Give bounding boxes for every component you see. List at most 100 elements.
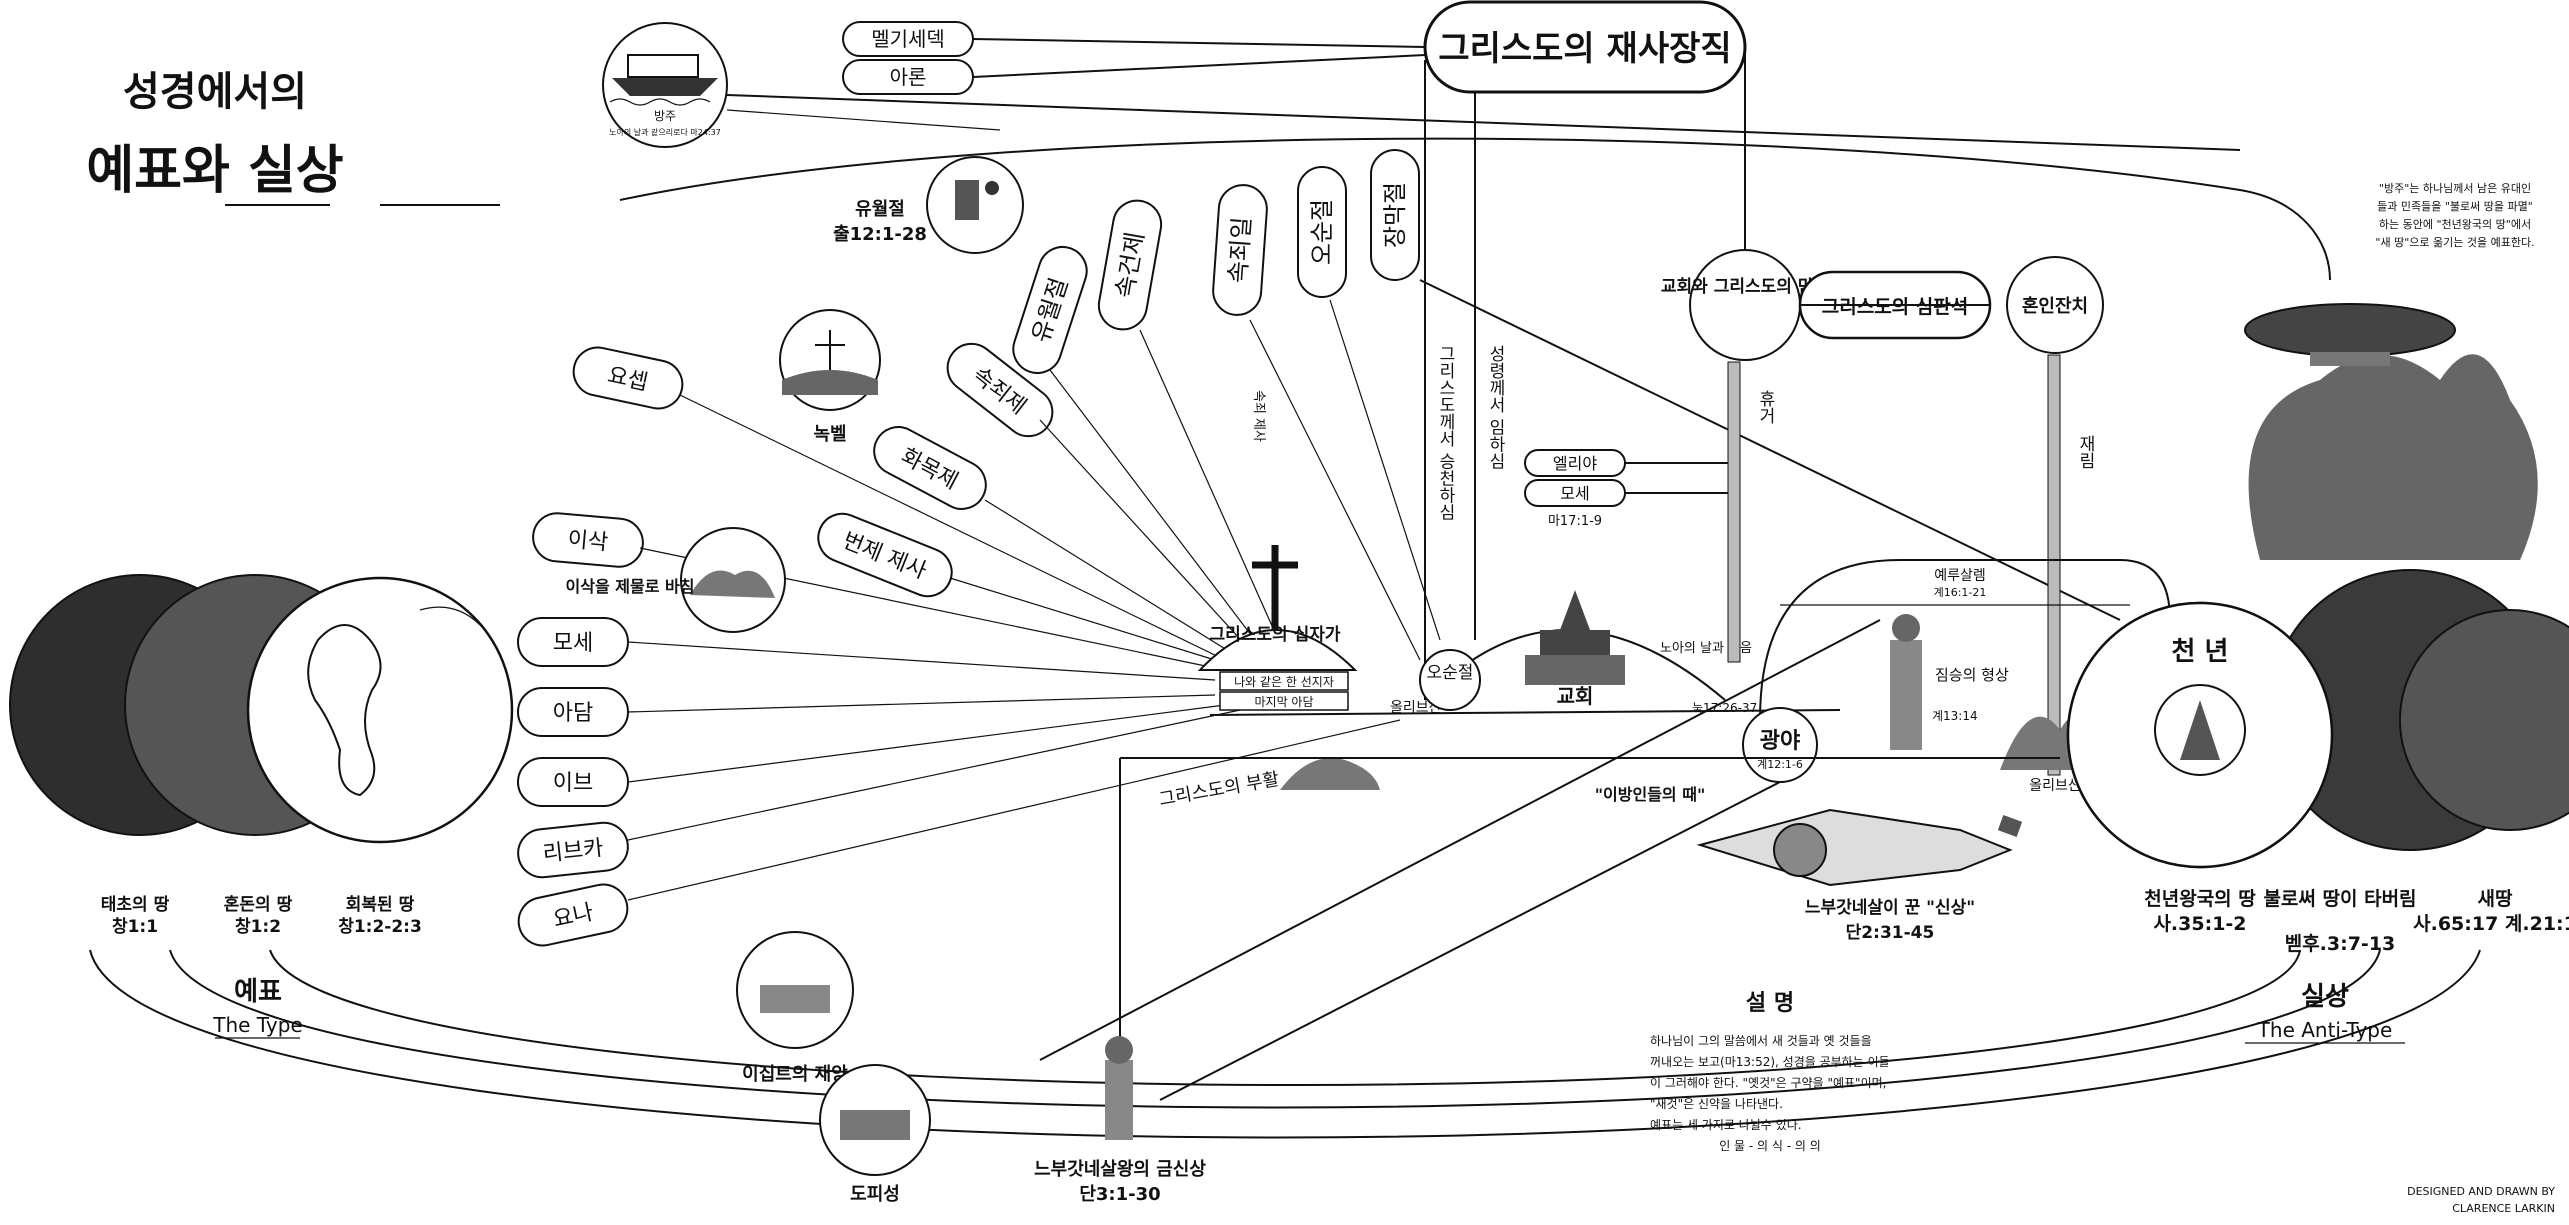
ark-caption: 노아의 날과 같으리로다 마24:37 [609,127,721,137]
antitype-caption-en: The Anti-Type [2257,1018,2393,1042]
transfiguration-group: 엘리야 모세 마17:1-9 [1524,449,1735,529]
type-captions: 예표 The Type 실상 The Anti-Type [212,977,2405,1044]
jerusalem-ref: 계16:1-21 [1934,586,1987,599]
moses-transfig-label: 모세 [1560,484,1589,503]
type-isaac: 이삭 [567,527,610,555]
egypt-medallion: 이집트의 재앙 [736,931,854,1085]
explanation-box: 설 명 하나님이 그의 말씀에서 새 것들과 옛 것들을 꺼내오는 보고(마13… [1650,991,1890,1153]
rapture-group: 교회와 그리스도의 만남 휴거 그리스도의 심판석 혼인잔치 재림 [1661,249,2104,776]
spirit-text: 성령께서 임하심 [1485,345,1505,469]
right-earth-label-2: 새땅 [2478,888,2513,910]
marriage-label: 혼인잔치 [2022,295,2088,317]
resurrection-label: 그리스도의 부활 [1157,769,1280,811]
right-earth-ref-1: 벧후.3:7-13 [2285,933,2396,955]
beast-image-label: 짐승의 형상 [1935,666,2009,684]
right-earth-label-1: 불로써 땅이 타버림 [2263,888,2416,910]
dream-statue-ref: 단2:31-45 [1846,923,1935,943]
chart-title: 성경에서의 예표와 실상 [86,69,500,206]
isaac-label: 이삭을 제물로 바침 [566,577,695,596]
credit-line-1: CLARENCE LARKIN [2452,1202,2555,1215]
enoch-medallion: 녹벨 [779,309,881,445]
left-earths: 태초의 땅 창1:1 혼돈의 땅 창1:2 회복된 땅 창1:2-2:3 [9,574,514,937]
type-caption-ko: 예표 [234,977,282,1007]
airship-note-2: 하는 동안에 "천년왕국의 땅"에서 [2379,217,2531,231]
explanation-line-5: 인 물 - 의 식 - 의 의 [1719,1139,1821,1153]
vertical-labels: 그리스도께서 승천하심 성령께서 임하심 [1435,345,1505,520]
dream-statue-label: 느부갓네살이 꾼 "신상" [1805,898,1975,918]
right-earth-label-0: 천년왕국의 땅 [2144,888,2256,910]
ascension-text: 그리스도께서 승천하심 [1435,345,1455,520]
isaac-scene: 이삭을 제물로 바침 [566,527,786,633]
resurrection-group: 그리스도의 부활 [1157,758,1380,810]
ark-medallion: 방주 노아의 날과 같으리로다 마24:37 [602,22,2241,151]
golden-image-group: 느부갓네살왕의 금신상 단3:1-30 [1034,1036,1206,1205]
feast-tabernacles: 장막절 [1381,182,1409,248]
airship-note-0: "방주"는 하나님께서 남은 유대인 [2379,181,2531,195]
olivet-right-label: 올리브산 [2029,778,2081,794]
connecting-arcs [89,137,2481,1139]
wilderness-label: 광야 [1760,729,1800,754]
jerusalem-label: 예루살렘 [1934,568,1986,584]
beast-image-ref: 계13:14 [1932,709,1978,723]
explanation-line-1: 꺼내오는 보고(마13:52), 성경을 공부하는 이들 [1650,1055,1890,1069]
right-earth-ref-0: 사.35:1-2 [2153,913,2246,935]
title-line2: 예표와 실상 [86,141,343,201]
type-moses: 모세 [553,631,593,656]
golden-image-label: 느부갓네살왕의 금신상 [1034,1159,1206,1180]
melchizedek-label: 멜기세덱 [871,27,945,51]
type-pills: 요셉 이삭 모세 아담 이브 리브카 요나 [517,346,1401,947]
cross-group: 그리스도의 십자가 나와 같은 한 선지자 마지막 아담 올리브산 [1197,545,1442,716]
earth-label-2: 회복된 땅 [346,895,415,915]
church-label: 교회 [1557,684,1594,708]
explanation-line-4: 예표는 세 가지로 나뉠수 있다. [1650,1118,1802,1132]
second-coming-label: 재림 [2075,435,2095,469]
cross-sub2: 마지막 아담 [1254,695,1313,709]
judgment-seat-label: 그리스도의 심판석 [1822,296,1968,318]
passover-label: 유월절 [855,199,905,220]
meeting-line: 교회와 그리스도의 만남 [1661,277,1830,297]
title-line1: 성경에서의 [123,69,307,115]
credit: DESIGNED AND DRAWN BY CLARENCE LARKIN [2407,1185,2555,1215]
gentiles-group: "이방인들의 때" 느부갓네살이 꾼 "신상" 단2:31-45 [1119,757,2060,1080]
earth-ref-2: 창1:2-2:3 [338,917,422,937]
passover-scene: 유월절 출12:1-28 [833,156,1024,254]
passover-ref: 출12:1-28 [833,224,927,245]
luke-ref: 눅17:26-37 [1692,701,1757,715]
elijah-label: 엘리야 [1553,454,1597,473]
church-group: 오순절 교회 눅17:26-37 노아의 날과 같음 [1209,590,1841,716]
egypt-label: 이집트의 재앙 [742,1064,848,1085]
ark-label: 방주 [654,109,676,123]
antitype-caption-ko: 실상 [2301,982,2349,1012]
cross-title: 그리스도의 십자가 [1209,625,1340,645]
priesthood-title: 그리스도의 재사장직 [1438,29,1731,69]
explanation-line-0: 하나님이 그의 말씀에서 새 것들과 옛 것들을 [1650,1034,1872,1048]
feast-pills: 유월절 속건제 속죄일 오순절 장막절 속죄 제사 [1012,149,2121,661]
explanation-line-3: "새것"은 신약을 나타낸다. [1650,1096,1783,1111]
airship-note-3: "새 땅"으로 옮기는 것을 예표한다. [2375,236,2534,249]
priesthood-group: 멜기세덱 아론 그리스도의 재사장직 [842,0,1747,700]
type-eve: 이브 [553,771,593,796]
enoch-label: 녹벨 [813,424,846,445]
wilderness-ref: 계12:1-6 [1757,758,1803,771]
airship-group: "방주"는 하나님께서 남은 유대인 들과 민족들을 "불로써 땅을 파멸" 하… [2244,181,2535,366]
earth-ref-0: 창1:1 [112,917,158,937]
gentiles-times-label: "이방인들의 때" [1595,785,1706,804]
atonement-sub: 속죄 제사 [1251,390,1266,442]
explanation-line-2: 이 그러해야 한다. "옛것"은 구약을 "예표"이며, [1650,1075,1886,1090]
cross-sub1: 나와 같은 한 선지자 [1234,675,1334,689]
earth-ref-1: 창1:2 [235,917,281,937]
type-adam: 아담 [553,701,593,726]
type-caption-en: The Type [212,1013,303,1037]
right-earths: 천 년 천년왕국의 땅 사.35:1-2 불로써 땅이 타버림 벧후.3:7-1… [2066,354,2569,955]
earth-label-0: 태초의 땅 [101,895,170,915]
feast-atonement: 속죄일 [1224,216,1257,284]
earth-label-1: 혼돈의 땅 [224,894,293,915]
refuge-label: 도피성 [850,1184,900,1205]
explanation-title: 설 명 [1746,991,1794,1016]
olivet-label: 올리브산 [1390,700,1442,716]
transfig-ref: 마17:1-9 [1548,514,1602,529]
pentecost-circle-label: 오순절 [1427,663,1474,683]
rapture-label: 휴거 [1755,390,1775,424]
